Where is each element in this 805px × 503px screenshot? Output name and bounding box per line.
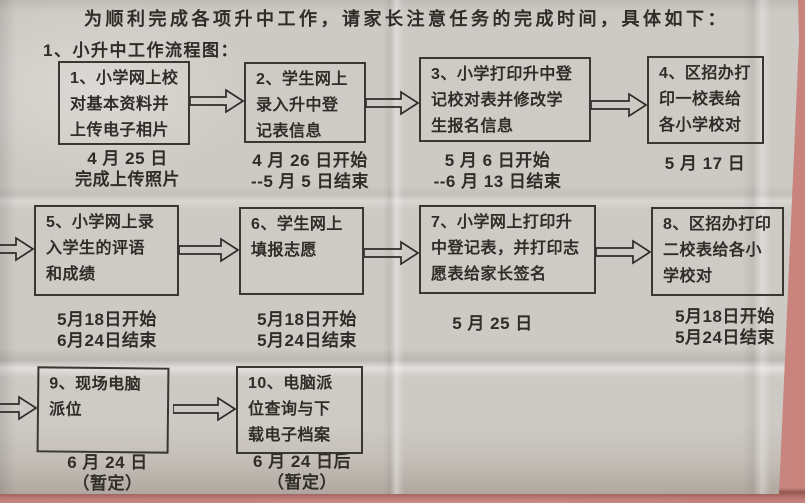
flow-arrow-icon [0,236,34,262]
flow-arrow-icon [366,90,419,116]
flow-arrow-icon [0,395,37,421]
flow-arrow-icon [364,240,419,266]
flow-step-8-label: 8、区招办打印 二校表给各小 学校对 [663,216,772,285]
flow-arrow-icon [591,92,647,118]
flow-arrow-icon [190,88,244,114]
flow-step-3-label: 3、小学打印升中登 记校对表并修改学 生报名信息 [431,66,573,135]
flow-step-4: 4、区招办打 印一校表给 各小学校对 [647,56,764,144]
flow-arrow-icon [596,239,651,265]
flow-step-9-label: 9、现场电脑 派位 [48,375,142,419]
flow-step-3-date: 5 月 6 日开始 --6 月 13 日结束 [433,151,562,191]
flow-step-10-date: 6 月 24 日后 （暂定） [252,452,352,492]
flow-step-7: 7、小学网上打印升 中登记表，并打印志 愿表给家长签名 [419,205,596,294]
flow-step-5-date: 5月18日开始 6月24日结束 [57,310,157,350]
flow-step-2: 2、学生网上 录入升中登 记表信息 [244,62,366,143]
flow-step-9-date: 6 月 24 日 （暂定） [67,453,148,493]
flow-step-10: 10、电脑派 位查询与下 载电子档案 [236,366,363,454]
flow-step-4-date: 5 月 17 日 [664,154,746,173]
flow-step-5-label: 5、小学网上录 入学生的评语 和成绩 [46,214,155,283]
flow-arrow-icon [173,396,236,422]
flow-step-1-label: 1、小学网上校 对基本资料并 上传电子相片 [70,70,179,139]
flow-step-2-label: 2、学生网上 录入升中登 记表信息 [256,71,348,140]
flow-step-4-label: 4、区招办打 印一校表给 各小学校对 [659,65,751,134]
flow-step-3: 3、小学打印升中登 记校对表并修改学 生报名信息 [419,57,591,142]
flow-step-1-date: 4 月 25 日 完成上传照片 [75,149,180,189]
intro-text: 为顺利完成各项升中工作，请家长注意任务的完成时间，具体如下： [84,9,729,29]
flow-step-8-date: 5月18日开始 5月24日结束 [675,307,775,347]
flow-step-7-date: 5 月 25 日 [452,314,533,333]
flow-step-10-label: 10、电脑派 位查询与下 载电子档案 [248,375,333,444]
flow-step-1: 1、小学网上校 对基本资料并 上传电子相片 [58,61,190,145]
flow-step-6-label: 6、学生网上 填报志愿 [251,216,343,259]
flow-step-8: 8、区招办打印 二校表给各小 学校对 [651,207,784,296]
flow-step-7-label: 7、小学网上打印升 中登记表，并打印志 愿表给家长签名 [431,214,580,283]
flow-step-5: 5、小学网上录 入学生的评语 和成绩 [34,205,179,296]
flow-step-6: 6、学生网上 填报志愿 [239,207,364,295]
flow-step-9: 9、现场电脑 派位 [36,366,170,454]
flow-step-6-date: 5月18日开始 5月24日结束 [257,310,357,350]
flow-step-2-date: 4 月 26 日开始 --5 月 5 日结束 [251,151,369,191]
section-title: 1、小升中工作流程图： [43,41,239,60]
flow-arrow-icon [179,237,239,263]
